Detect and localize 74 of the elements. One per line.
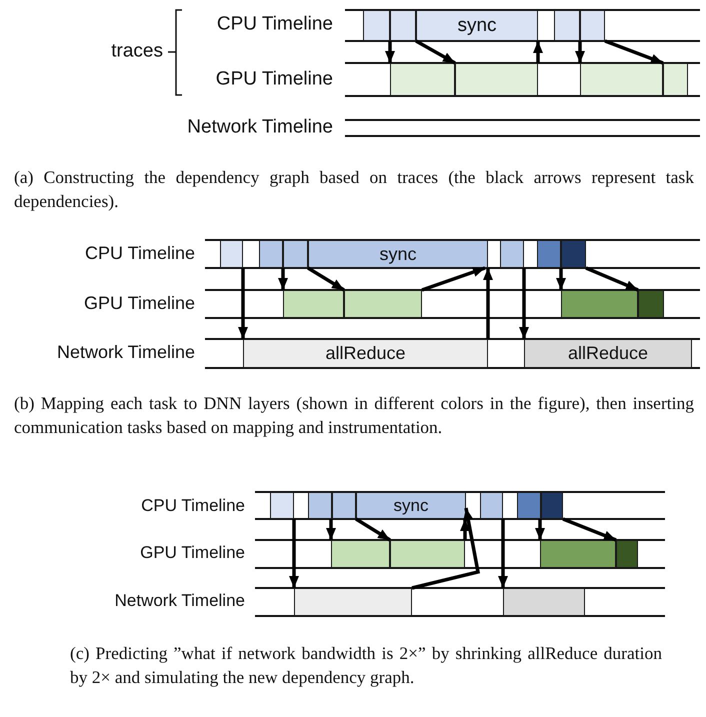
- dependency-arrow: [535, 519, 545, 540]
- task-block: [308, 492, 332, 519]
- dependency-arrow: [238, 268, 248, 339]
- figure-caption: (a) Constructing the dependency graph based on traces (the black arrows represent task dependencies).: [14, 166, 694, 213]
- task-block: [638, 290, 664, 318]
- task-block: [390, 63, 455, 96]
- timeline-label: GPU Timeline: [216, 68, 333, 92]
- task-block: [259, 240, 283, 268]
- task-block: [283, 290, 344, 318]
- timeline-label: GPU Timeline: [140, 542, 245, 564]
- timeline-label: CPU Timeline: [141, 496, 245, 516]
- dependency-arrow: [575, 41, 585, 63]
- dependency-arrow: [421, 266, 486, 292]
- figure-caption: (b) Mapping each task to DNN layers (shown in different colors in the figure), then inserting communication tasks based on mapping and instrumentation.: [14, 392, 694, 439]
- task-block: [344, 290, 422, 318]
- task-block: [480, 492, 503, 519]
- task-block: [517, 492, 541, 519]
- task-block: [308, 240, 488, 268]
- timeline-label: Network Timeline: [187, 116, 333, 140]
- dependency-arrow: [412, 508, 480, 590]
- task-block: [332, 492, 356, 519]
- task-block: [561, 240, 586, 268]
- timeline-label: traces: [111, 40, 163, 64]
- figure-caption: (c) Predicting ”what if network bandwidth is 2×” by shrinking allReduce duration by 2× and simulating the new dependency graph.: [70, 642, 662, 689]
- task-block: [663, 63, 688, 96]
- dependency-arrow: [289, 519, 299, 588]
- task-label: sync: [457, 14, 497, 36]
- task-label: sync: [394, 496, 428, 516]
- dependency-arrow: [498, 519, 508, 588]
- dependency-arrow: [533, 41, 543, 63]
- task-label: allReduce: [325, 343, 406, 364]
- timeline-label: CPU Timeline: [216, 14, 333, 36]
- dependency-arrow: [483, 268, 493, 339]
- dependency-arrow: [585, 266, 639, 292]
- task-block: [503, 588, 585, 616]
- task-block: [416, 10, 538, 41]
- task-block: [270, 492, 294, 519]
- task-block: [616, 540, 638, 568]
- task-block: [524, 339, 692, 368]
- task-label: sync: [379, 244, 416, 264]
- task-block: [580, 63, 663, 96]
- task-block: [455, 63, 538, 96]
- dependency-arrow: [307, 266, 345, 292]
- task-block: [390, 540, 465, 568]
- timeline-label: GPU Timeline: [84, 293, 195, 315]
- dependency-arrow: [326, 519, 336, 540]
- task-block: [540, 540, 616, 568]
- task-block: [390, 10, 416, 41]
- task-label: allReduce: [568, 343, 648, 364]
- dependency-arrow: [519, 268, 529, 339]
- task-block: [554, 10, 580, 41]
- timeline-label: Network Timeline: [56, 342, 195, 364]
- dependency-arrow: [278, 268, 288, 290]
- task-block: [243, 339, 488, 368]
- dependency-arrow: [385, 41, 395, 63]
- task-block: [580, 10, 605, 41]
- task-block: [294, 588, 412, 616]
- task-block: [331, 540, 390, 568]
- task-block: [283, 240, 308, 268]
- task-block: [561, 290, 638, 318]
- dependency-arrow: [562, 517, 617, 542]
- task-block: [220, 240, 243, 268]
- timeline-label: Network Timeline: [114, 590, 245, 612]
- task-block: [500, 240, 524, 268]
- dependency-arrow: [415, 39, 456, 65]
- timeline-label: CPU Timeline: [84, 243, 195, 265]
- task-block: [537, 240, 561, 268]
- dependency-arrow: [604, 39, 664, 65]
- dependency-arrow: [556, 268, 566, 290]
- task-block: [363, 10, 390, 41]
- dependency-arrow: [355, 518, 391, 542]
- task-block: [356, 492, 466, 519]
- dependency-arrow: [460, 519, 470, 540]
- task-block: [541, 492, 563, 519]
